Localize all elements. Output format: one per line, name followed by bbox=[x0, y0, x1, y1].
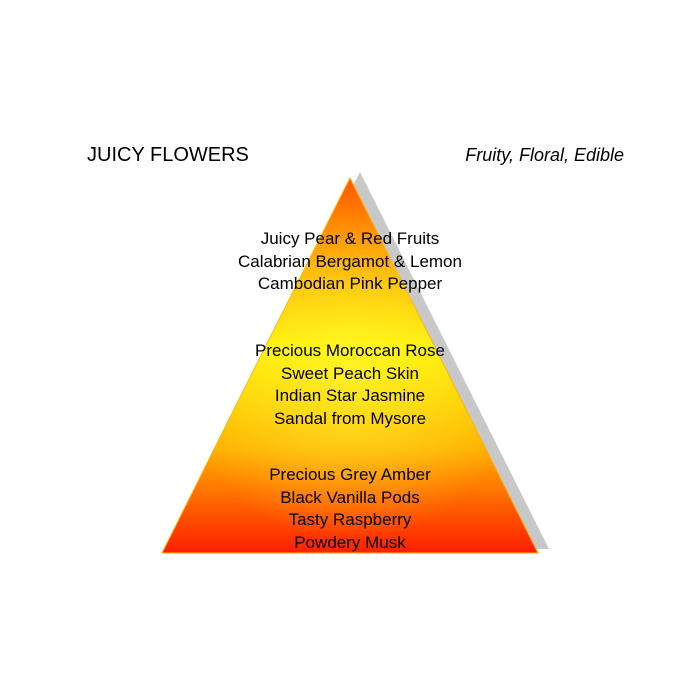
note-text: Calabrian Bergamot & Lemon bbox=[238, 251, 462, 271]
note-text: Sandal from Mysore bbox=[273, 408, 427, 428]
note-text: Juicy Pear & Red Fruits bbox=[260, 229, 440, 248]
fragrance-subtitle: Fruity, Floral, Edible bbox=[465, 145, 624, 165]
note-text: Tasty Raspberry bbox=[288, 510, 412, 529]
fragrance-title: JUICY FLOWERS bbox=[87, 144, 249, 166]
note-text: Indian Star Jasmine bbox=[274, 386, 426, 405]
heart-notes-tier: Precious Moroccan Rose Sweet Peach Skin … bbox=[150, 340, 550, 430]
note-text: Powdery Musk bbox=[294, 532, 406, 552]
pyramid-highlight bbox=[162, 178, 538, 553]
note-text: Black Vanilla Pods bbox=[280, 487, 420, 507]
note-text: Precious Grey Amber bbox=[269, 465, 431, 484]
base-notes-tier: Precious Grey Amber Black Vanilla Pods T… bbox=[150, 464, 550, 554]
note-text: Cambodian Pink Pepper bbox=[257, 274, 443, 293]
top-notes-tier: Juicy Pear & Red Fruits Calabrian Bergam… bbox=[150, 228, 550, 296]
note-text: Sweet Peach Skin bbox=[281, 363, 419, 383]
note-text: Precious Moroccan Rose bbox=[255, 341, 445, 360]
